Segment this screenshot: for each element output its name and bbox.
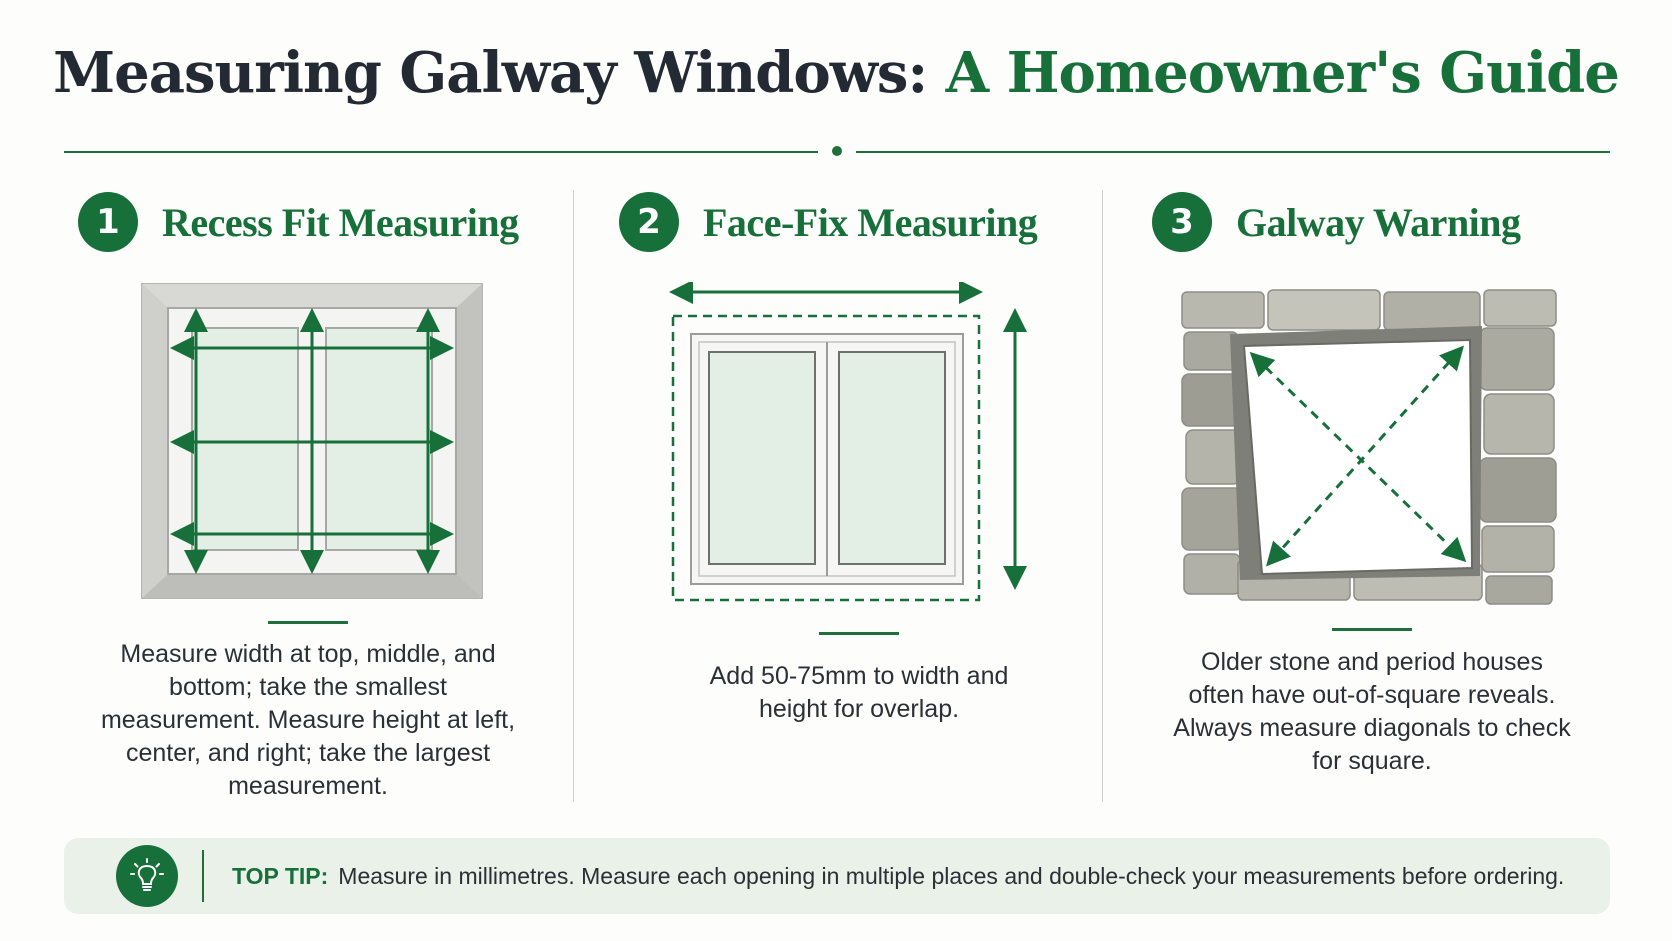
- tip-separator: [202, 850, 204, 902]
- step-description: Add 50-75mm to width and height for over…: [709, 662, 1009, 723]
- title-main: Measuring Galway Windows:: [53, 40, 928, 106]
- step-title: Recess Fit Measuring: [162, 199, 519, 245]
- title-rule-dot: [832, 146, 842, 156]
- tip-body: Measure in millimetres. Measure each ope…: [338, 862, 1565, 889]
- face-fix-window-diagram: [669, 282, 1027, 602]
- top-tip-banner: TOP TIP: Measure in millimetres. Measure…: [64, 838, 1610, 914]
- step-header: 1 Recess Fit Measuring: [78, 190, 519, 254]
- step-description: Older stone and period houses often have…: [1173, 648, 1571, 775]
- step-galway-warning: 3 Galway Warning: [1152, 190, 1652, 810]
- section-rule: [1332, 628, 1412, 631]
- section-rule: [819, 632, 899, 635]
- step-title: Galway Warning: [1236, 199, 1521, 245]
- title-accent: A Homeowner's Guide: [945, 40, 1620, 106]
- step-number-badge: 1: [78, 192, 138, 252]
- step-header: 2 Face-Fix Measuring: [619, 190, 1038, 254]
- lightbulb-icon: [116, 845, 178, 907]
- title-rule-left: [64, 151, 818, 153]
- step-number-badge: 2: [619, 192, 679, 252]
- page-title: Measuring Galway Windows: A Homeowner's …: [0, 40, 1672, 106]
- step-header: 3 Galway Warning: [1152, 190, 1521, 254]
- title-rule-right: [856, 151, 1610, 153]
- step-title: Face-Fix Measuring: [703, 199, 1038, 245]
- step-face-fix: 2 Face-Fix Measuring Add 50-75mm to widt…: [619, 190, 1119, 810]
- step-recess-fit: 1 Recess Fit Measuring Measure width at …: [78, 190, 578, 810]
- stone-reveal-diagram: [1181, 289, 1557, 605]
- step-description: Measure width at top, middle, and bottom…: [100, 640, 516, 800]
- recess-fit-window-diagram: [141, 283, 483, 599]
- tip-text: TOP TIP: Measure in millimetres. Measure…: [232, 838, 1564, 914]
- column-divider: [573, 190, 574, 802]
- step-number-badge: 3: [1152, 192, 1212, 252]
- section-rule: [268, 621, 348, 624]
- tip-label: TOP TIP:: [232, 862, 329, 889]
- column-divider: [1102, 190, 1103, 802]
